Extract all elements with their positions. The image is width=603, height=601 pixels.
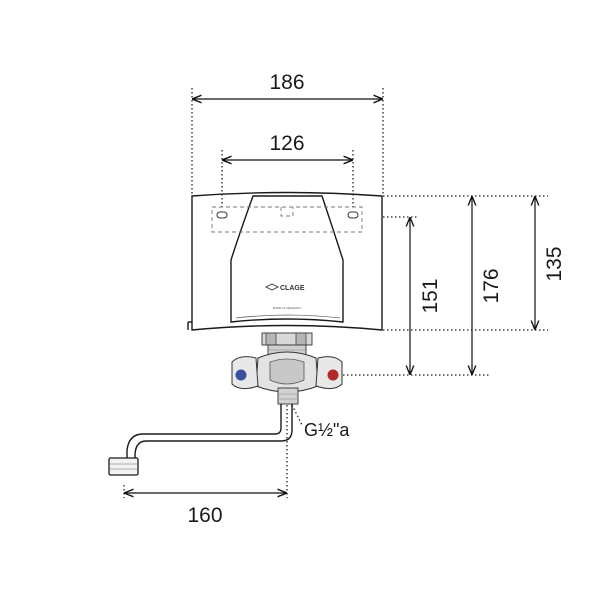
dimension-total-width: 186 <box>193 71 382 99</box>
dim-label-176: 176 <box>480 268 503 303</box>
mount-slot-right <box>347 211 359 219</box>
dimension-height-135: 135 <box>535 197 566 329</box>
valve-assembly <box>231 332 343 405</box>
dim-label-160: 160 <box>187 504 222 527</box>
dim-label-186: 186 <box>269 71 304 94</box>
extension-lines <box>123 88 548 498</box>
dim-label-126: 126 <box>269 132 304 155</box>
cold-valve-indicator <box>235 369 247 381</box>
heater-body: CLAGE MADE IN GERMANY <box>187 191 383 331</box>
spout-aerator <box>108 457 139 476</box>
dimension-height-151: 151 <box>410 218 442 374</box>
dim-label-135: 135 <box>543 246 566 281</box>
thread-label: G½"a <box>304 420 350 440</box>
dim-label-151: 151 <box>419 278 442 313</box>
dimension-mount-spacing: 126 <box>223 132 352 160</box>
mount-slot-left <box>216 211 228 219</box>
hot-valve-indicator <box>327 369 339 381</box>
brand-label: CLAGE <box>280 285 305 292</box>
brand-logo-icon <box>264 283 280 291</box>
spout <box>108 404 293 476</box>
fine-print: MADE IN GERMANY <box>273 306 302 310</box>
dimension-spout-reach: 160 <box>125 493 286 527</box>
dimension-height-176: 176 <box>472 197 503 374</box>
